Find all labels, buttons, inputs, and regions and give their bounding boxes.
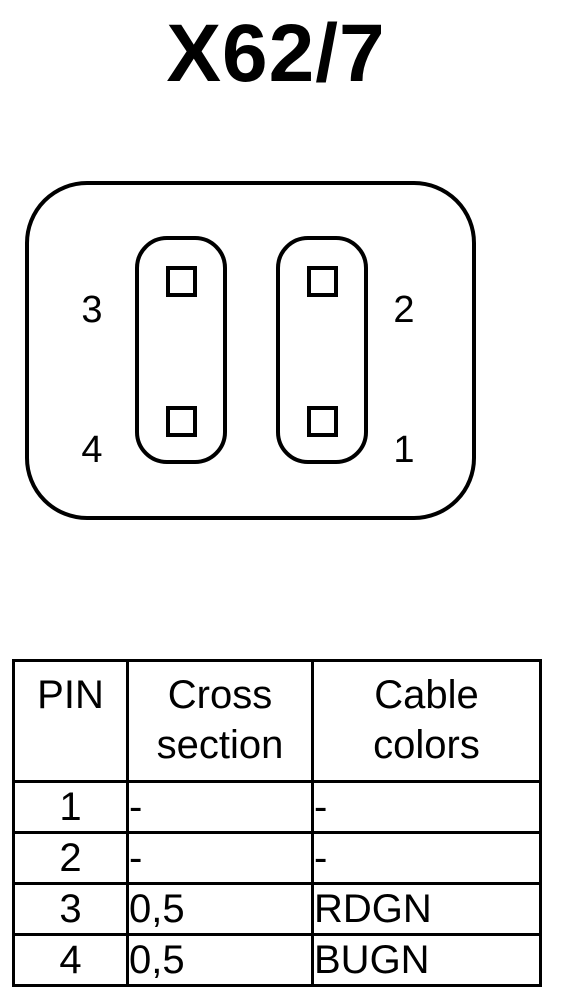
cell-cross-section: - <box>126 780 314 834</box>
header-cable-colors-line1: Cable <box>374 673 479 717</box>
connector-title: X62/7 <box>166 8 386 99</box>
table-header-row: PIN Cross section Cable colors <box>12 659 542 783</box>
pin-label-3: 3 <box>81 289 102 331</box>
pin-assignment-table: PIN Cross section Cable colors 1 - - 2 -… <box>12 659 542 987</box>
header-pin-line1: PIN <box>37 673 104 717</box>
cell-cable-colors: - <box>311 831 542 885</box>
table-row: 1 - - <box>12 780 542 834</box>
header-cable-colors-line2: colors <box>373 723 480 767</box>
cell-cross-section: 0,5 <box>126 882 314 936</box>
table-row: 2 - - <box>12 831 542 885</box>
header-cable-colors: Cable colors <box>311 659 542 783</box>
connector-housing <box>25 181 476 520</box>
pin-label-2: 2 <box>393 289 414 331</box>
pin-label-1: 1 <box>393 429 414 471</box>
cell-pin: 1 <box>12 780 129 834</box>
header-cross-section: Cross section <box>126 659 314 783</box>
cell-pin: 4 <box>12 933 129 987</box>
cell-cable-colors: RDGN <box>311 882 542 936</box>
table-row: 4 0,5 BUGN <box>12 933 542 987</box>
cell-cross-section: - <box>126 831 314 885</box>
table-row: 3 0,5 RDGN <box>12 882 542 936</box>
pin-label-4: 4 <box>81 429 102 471</box>
cell-cross-section: 0,5 <box>126 933 314 987</box>
cell-cable-colors: - <box>311 780 542 834</box>
contact-slot-left <box>135 236 227 464</box>
cell-cable-colors: BUGN <box>311 933 542 987</box>
header-pin: PIN <box>12 659 129 783</box>
contact-pin-1 <box>307 406 338 437</box>
contact-pin-3 <box>166 266 197 297</box>
connector-diagram: 3 2 4 1 <box>25 181 476 520</box>
header-cross-section-line1: Cross <box>167 673 273 717</box>
contact-pin-2 <box>307 266 338 297</box>
cell-pin: 3 <box>12 882 129 936</box>
cell-pin: 2 <box>12 831 129 885</box>
header-cross-section-line2: section <box>156 723 284 767</box>
contact-pin-4 <box>166 406 197 437</box>
contact-slot-right <box>276 236 368 464</box>
